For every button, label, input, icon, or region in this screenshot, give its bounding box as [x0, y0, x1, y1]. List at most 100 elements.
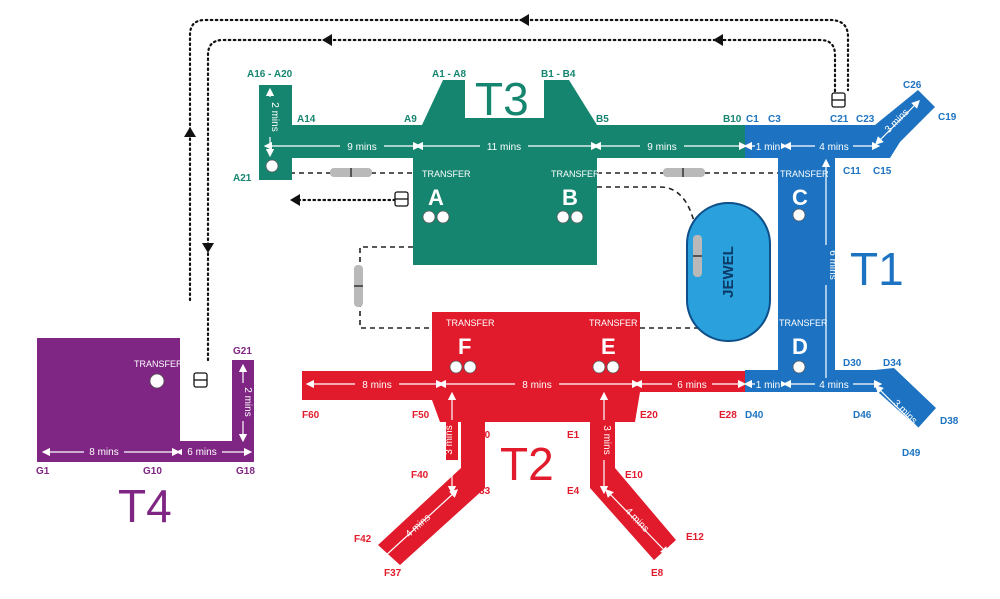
terminal-t4-label: T4 [118, 480, 172, 532]
gate-label: C3 [768, 114, 781, 125]
pier-a: A [428, 185, 444, 210]
transfer-counter-icon [792, 208, 806, 222]
transfer-counter-icon [556, 210, 570, 224]
gate-label: B5 [596, 114, 609, 125]
gate-label: D34 [883, 358, 902, 369]
arrow-up-icon [184, 127, 196, 137]
bus-icon [394, 191, 409, 207]
gate-label: F42 [354, 534, 372, 545]
gate-label: E1 [567, 430, 580, 441]
gate-labels-t2: F60 F50 F30 F33 F40 F42 F37 E1 E20 E28 E… [302, 410, 737, 579]
gate-label: D38 [940, 416, 959, 427]
bus-icon [831, 92, 846, 108]
shuttle-direction-arrows [184, 14, 723, 253]
transfer-label-b: TRANSFER [551, 169, 600, 179]
transfer-label-t4: TRANSFER [134, 359, 183, 369]
transfer-label-f: TRANSFER [446, 318, 495, 328]
gate-label: C1 [746, 114, 759, 125]
gate-label: A9 [404, 114, 417, 125]
gate-label: E10 [625, 470, 643, 481]
walk-time-t4-west: 8 mins [89, 447, 118, 458]
jewel: JEWEL [686, 202, 771, 342]
walk-time-t1-c-east: 4 mins [819, 142, 848, 153]
transfer-label-a: TRANSFER [422, 169, 471, 179]
terminal-t4 [37, 338, 254, 462]
terminal-t2-label: T2 [500, 438, 554, 490]
pier-d: D [792, 334, 808, 359]
skytrain-icon [663, 168, 705, 177]
gate-label: C15 [873, 166, 892, 177]
gate-label: G1 [36, 466, 50, 477]
transfer-counter-icon [422, 210, 436, 224]
skytrain-icon [354, 265, 363, 307]
terminal-names: T3 T1 T2 T4 [118, 73, 904, 532]
gate-label: C23 [856, 114, 875, 125]
walk-time-t1-d-east: 4 mins [819, 380, 848, 391]
walk-time-t1-d-link: 1 min [756, 380, 780, 391]
bus-icon [193, 372, 208, 388]
skytrain-icon [693, 235, 702, 277]
gate-label: C19 [938, 112, 957, 123]
gate-label: F50 [412, 410, 430, 421]
walk-time-t1-spine: 6 mins [827, 250, 838, 279]
transfer-icons [149, 159, 806, 389]
jewel-label: JEWEL [720, 246, 737, 298]
transfer-counter-icon [570, 210, 584, 224]
transfer-counter-icon [463, 360, 477, 374]
walk-time-t2-mid: 8 mins [522, 380, 551, 391]
gate-label: B10 [723, 114, 742, 125]
walk-time-t2-f-leg: 3 mins [444, 425, 455, 454]
gate-label: F40 [411, 470, 429, 481]
transfer-counter-icon [436, 210, 450, 224]
walk-time-t2-west: 8 mins [362, 380, 391, 391]
gate-label: C11 [843, 166, 861, 177]
arrow-west-icon [290, 194, 300, 206]
skytrain-icon [330, 168, 372, 177]
arrow-west-icon [322, 34, 332, 46]
transfer-counter-icon [149, 373, 165, 389]
gate-label: E28 [719, 410, 737, 421]
gate-label: F37 [384, 568, 402, 579]
walk-time-t3-mid: 11 mins [487, 142, 521, 153]
gate-label: F60 [302, 410, 320, 421]
gate-label: D46 [853, 410, 872, 421]
terminal-t3-label: T3 [475, 73, 529, 125]
transfer-counter-icon [265, 159, 279, 173]
gate-label: G10 [143, 466, 162, 477]
gate-label: C21 [830, 114, 849, 125]
terminal-t1-label: T1 [850, 243, 904, 295]
walk-time-t2-e-leg: 3 mins [601, 425, 612, 454]
gate-label: A16 - A20 [247, 69, 293, 80]
terminal-t3 [259, 80, 745, 265]
gate-label: B1 - B4 [541, 69, 576, 80]
gate-label: F30 [473, 430, 491, 441]
arrow-west-icon [519, 14, 529, 26]
transfer-counter-icon [606, 360, 620, 374]
arrow-down-icon [202, 243, 214, 253]
shuttle-bus-routes [188, 18, 850, 362]
transfer-label-c: TRANSFER [780, 169, 829, 179]
gate-label: G18 [236, 466, 255, 477]
gate-labels-t3: A16 - A20 A1 - A8 B1 - B4 A14 A9 A21 B5 … [233, 69, 742, 184]
transfer-counter-icon [592, 360, 606, 374]
transfer-counter-icon [792, 360, 806, 374]
pier-e: E [601, 334, 616, 359]
gate-label: G21 [233, 346, 252, 357]
gate-label: C26 [903, 80, 922, 91]
gate-label: A1 - A8 [432, 69, 467, 80]
transfer-label-e: TRANSFER [589, 318, 638, 328]
gate-label: F33 [473, 486, 491, 497]
walk-time-t3-east: 9 mins [647, 142, 676, 153]
walk-time-t2-east: 6 mins [677, 380, 706, 391]
pier-c: C [792, 185, 808, 210]
terminal-t1 [745, 90, 936, 428]
walk-time-t3-a16-leg: 2 mins [269, 102, 280, 131]
gate-labels-t4: G21 G1 G10 G18 [36, 346, 255, 477]
gate-label: E20 [640, 410, 658, 421]
walk-time-t3-west: 9 mins [347, 142, 376, 153]
gate-label: D30 [843, 358, 862, 369]
pier-f: F [458, 334, 471, 359]
gate-label: A21 [233, 173, 252, 184]
transfer-label-d: TRANSFER [779, 318, 828, 328]
